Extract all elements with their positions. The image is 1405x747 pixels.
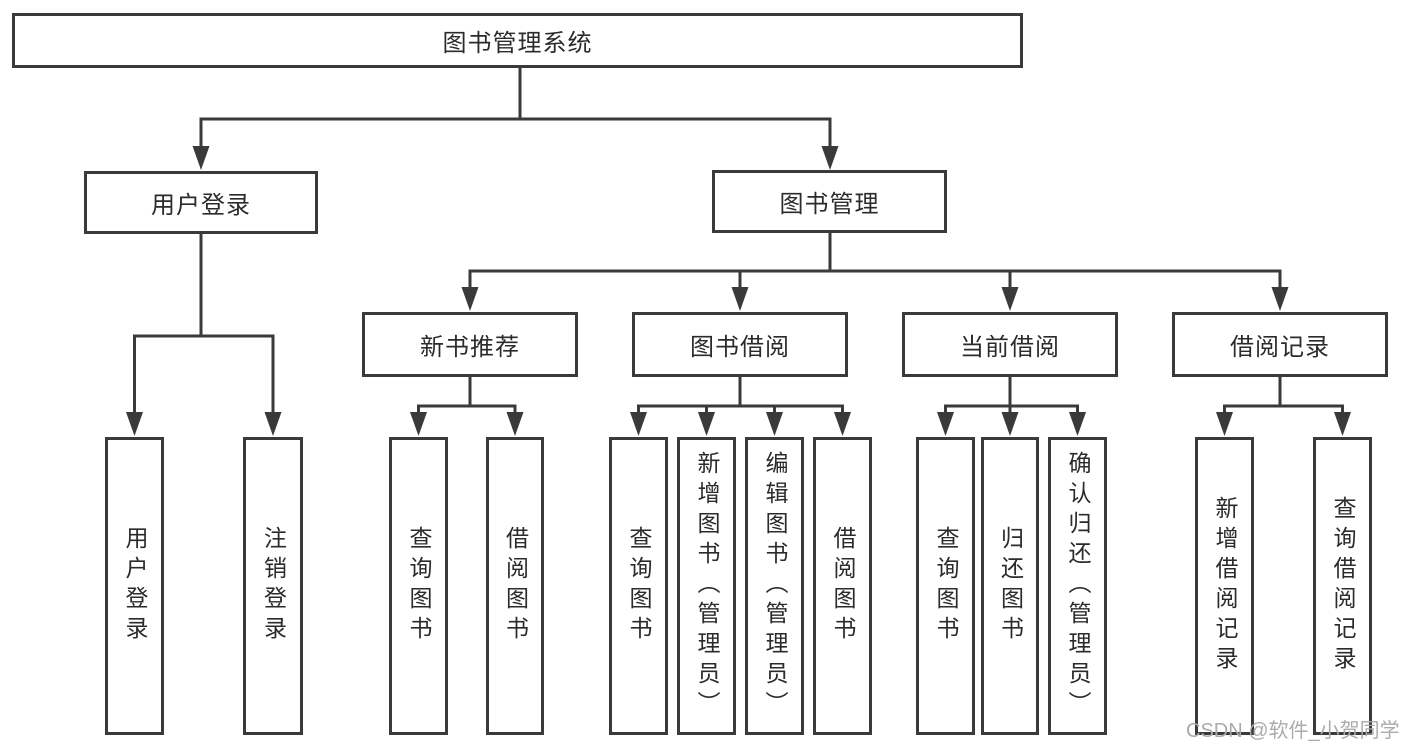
connector-borrowing-records-branch	[1216, 377, 1351, 436]
node-label: 借阅记录	[1230, 334, 1330, 361]
leaf-borrow-books: 借阅图书	[813, 437, 872, 735]
leaf-confirm-return-admin: 确认归还（管理员）	[1048, 437, 1107, 735]
leaf-label: 编辑图书（管理员）	[762, 451, 788, 721]
leaf-label: 查询图书	[406, 526, 432, 646]
leaf-user-login: 用户登录	[105, 437, 164, 735]
leaf-label: 归还图书	[997, 526, 1024, 646]
node-current-borrowing: 当前借阅	[902, 312, 1118, 377]
leaf-label: 确认归还（管理员）	[1065, 451, 1091, 721]
connector-new-book-recommendation-branch	[410, 377, 524, 436]
leaf-label: 查询图书	[626, 526, 652, 646]
node-label: 用户登录	[151, 192, 251, 219]
leaf-query-books-borrow: 查询图书	[609, 437, 668, 735]
leaf-logout: 注销登录	[243, 437, 303, 735]
leaf-label: 新增借阅记录	[1212, 496, 1238, 676]
node-label: 新书推荐	[420, 334, 520, 361]
leaf-label: 查询图书	[933, 526, 959, 646]
leaf-borrow-books-recommend: 借阅图书	[486, 437, 544, 735]
node-book-borrowing: 图书借阅	[632, 312, 848, 377]
leaf-edit-books-admin: 编辑图书（管理员）	[745, 437, 804, 735]
connector-book-management-branch	[461, 233, 1289, 311]
leaf-add-books-admin: 新增图书（管理员）	[677, 437, 736, 735]
leaf-label: 借阅图书	[502, 526, 529, 646]
node-user-login: 用户登录	[84, 171, 318, 234]
node-library-management-system: 图书管理系统	[12, 13, 1023, 68]
leaf-return-books: 归还图书	[981, 437, 1039, 735]
node-label: 图书管理系统	[442, 30, 593, 57]
node-new-book-recommendation: 新书推荐	[362, 312, 578, 377]
node-label: 图书管理	[779, 191, 880, 218]
leaf-label: 新增图书（管理员）	[694, 451, 720, 721]
node-borrowing-records: 借阅记录	[1172, 312, 1388, 377]
connector-book-borrowing-branch	[630, 377, 851, 436]
leaf-label: 查询借阅记录	[1330, 496, 1356, 676]
connector-root-to-level2	[192, 68, 839, 170]
leaf-add-borrow-record: 新增借阅记录	[1195, 437, 1254, 735]
connector-user-login-branch	[126, 234, 282, 436]
node-label: 图书借阅	[690, 334, 790, 361]
leaf-query-books-recommend: 查询图书	[389, 437, 448, 735]
leaf-query-borrow-record: 查询借阅记录	[1313, 437, 1372, 735]
node-label: 当前借阅	[960, 334, 1060, 361]
leaf-query-books-current: 查询图书	[916, 437, 975, 735]
node-book-management: 图书管理	[712, 170, 947, 233]
leaf-label: 用户登录	[122, 526, 148, 646]
connector-current-borrowing-branch	[937, 377, 1086, 436]
leaf-label: 借阅图书	[830, 526, 856, 646]
leaf-label: 注销登录	[260, 526, 287, 646]
csdn-watermark: CSDN @软件_小贺同学	[1186, 720, 1400, 742]
